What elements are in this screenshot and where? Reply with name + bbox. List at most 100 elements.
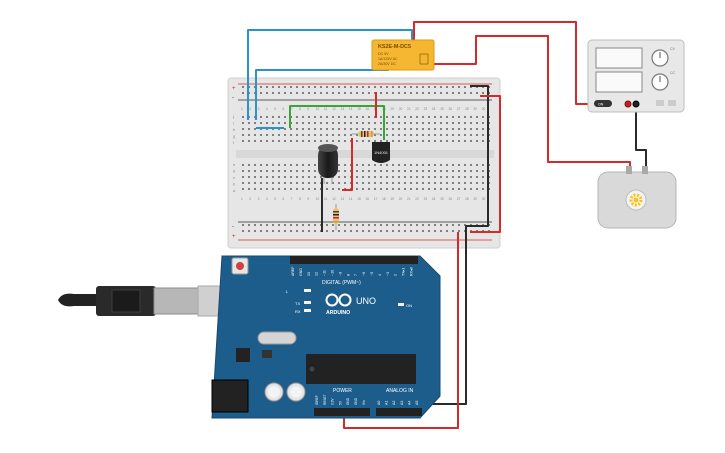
atmega-chip: [306, 354, 416, 384]
psu-power-switch[interactable]: [594, 100, 612, 107]
motor-gear-icon: [629, 193, 643, 207]
breadboard-row-letter: g: [233, 134, 235, 139]
breadboard-column-number: 18: [382, 197, 386, 201]
breadboard-column-number: 12: [332, 197, 336, 201]
analog-label: ANALOG IN: [386, 388, 414, 394]
breadboard-column-number: 14: [349, 107, 353, 111]
digital-pin-label: ~11: [323, 270, 327, 276]
digital-pin-label: ~3: [386, 272, 390, 276]
psu-on-label: ON: [598, 103, 604, 107]
breadboard-column-number: 1: [241, 107, 243, 111]
crystal: [257, 331, 297, 345]
breadboard-column-number: 10: [316, 107, 320, 111]
analog-pin-label: A3: [400, 401, 404, 405]
breadboard-column-number: 7: [291, 197, 293, 201]
transistor: 1N4001: [372, 142, 390, 163]
l-led-label: L: [286, 289, 289, 294]
arduino-logo-text: ARDUINO: [326, 310, 350, 316]
power-pin-label: 3.3V: [331, 398, 335, 405]
breadboard-column-number: 21: [407, 107, 411, 111]
analog-pin-label: A0: [377, 401, 381, 405]
breadboard-column-number: 11: [324, 107, 328, 111]
psu-terminal-negative[interactable]: [632, 100, 640, 108]
digital-pin-label: 13: [307, 272, 311, 276]
power-pin-label: GND: [346, 397, 350, 405]
tx-led: [304, 301, 311, 304]
rail-plus-bottom: +: [232, 234, 236, 240]
arduino-logo-icon: [325, 293, 352, 307]
capacitor: [318, 144, 338, 184]
breadboard-column-number: 9: [307, 197, 309, 201]
on-led-label: ON: [406, 303, 412, 308]
breadboard-row-letter: h: [233, 127, 235, 132]
breadboard-column-number: 15: [357, 197, 361, 201]
digital-pin-label: 4: [378, 274, 382, 276]
breadboard-column-number: 30: [482, 197, 486, 201]
digital-pin-label: ~10: [331, 270, 335, 276]
psu-knob-label-cv: CV: [670, 47, 676, 51]
breadboard-column-number: 2: [249, 197, 251, 201]
breadboard-column-number: 3: [258, 107, 260, 111]
psu-display-bottom: [595, 71, 643, 93]
tx-led-label: TX: [295, 301, 300, 306]
power-pin-label: IOREF: [315, 395, 319, 405]
breadboard-column-number: 13: [341, 107, 345, 111]
breadboard-column-number: 21: [407, 197, 411, 201]
breadboard-row-letter: f: [233, 140, 235, 145]
breadboard-column-number: 4: [266, 197, 268, 201]
digital-header: [290, 256, 418, 264]
breadboard-column-number: 24: [432, 107, 436, 111]
red-wire-rail: [470, 95, 501, 233]
red-jumper-1: [342, 138, 353, 191]
relay-line-3: 2A/30V DC: [378, 62, 396, 66]
digital-pin-label: ~5: [370, 272, 374, 276]
breadboard-column-number: 25: [440, 197, 444, 201]
breadboard-column-number: 16: [366, 107, 370, 111]
breadboard-row-letter: i: [233, 121, 234, 126]
breadboard-column-number: 10: [316, 197, 320, 201]
dc-motor: [597, 166, 677, 229]
power-pin-label: 5V: [338, 400, 342, 405]
relay-line-1: DC 5V: [378, 52, 389, 56]
breadboard-column-number: 27: [457, 107, 461, 111]
usb-cable: [58, 285, 231, 317]
breadboard-column-number: 14: [349, 197, 353, 201]
psu-terminal-positive[interactable]: [624, 100, 632, 108]
breadboard-column-number: 7: [291, 107, 293, 111]
analog-pin-label: A1: [385, 401, 389, 405]
black-wire-psu-motor: [635, 104, 647, 172]
digital-pin-label: AREF: [291, 266, 295, 276]
analog-pin-label: A5: [415, 401, 419, 405]
breadboard-column-number: 29: [473, 197, 477, 201]
breadboard-row-letter: j: [232, 114, 234, 119]
breadboard-column-number: 26: [449, 197, 453, 201]
breadboard-column-number: 29: [473, 107, 477, 111]
breadboard-column-number: 5: [274, 107, 276, 111]
breadboard-column-number: 30: [482, 107, 486, 111]
breadboard-column-number: 28: [465, 107, 469, 111]
breadboard-column-number: 3: [258, 197, 260, 201]
breadboard-column-number: 25: [440, 107, 444, 111]
breadboard-column-number: 6: [283, 197, 285, 201]
breadboard-row-letter: d: [233, 169, 235, 174]
resistor-bottom: [333, 204, 339, 230]
digital-pin-label: TX▸1: [402, 268, 406, 276]
breadboard-column-number: 9: [307, 107, 309, 111]
digital-pin-label: 12: [315, 272, 319, 276]
relay-model-label: KS2E-M-DC5: [378, 44, 411, 50]
breadboard-column-number: 24: [432, 197, 436, 201]
green-jumper: [289, 105, 385, 140]
breadboard-column-number: 8: [299, 107, 301, 111]
breadboard-row-letter: c: [233, 175, 235, 180]
breadboard-column-number: 8: [299, 197, 301, 201]
arduino-model: UNO: [356, 296, 376, 306]
relay-line-2: 1A/125V AC: [378, 57, 398, 61]
digital-pin-label: 7: [354, 274, 358, 276]
red-wire-5v: [343, 232, 459, 429]
breadboard-column-number: 11: [324, 197, 328, 201]
